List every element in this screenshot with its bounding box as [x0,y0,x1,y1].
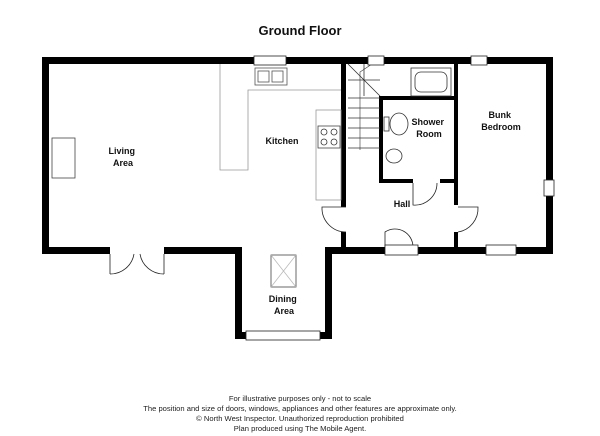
room-label-dining-line-1: Dining [269,294,297,304]
room-label-kitchen: Kitchen [265,136,298,146]
footer-disclaimer-2: The position and size of doors, windows,… [143,404,457,413]
shower-fittings [383,67,452,164]
windows [245,55,555,341]
room-label-hall-line-1: Hall [394,199,411,209]
kitchen-fittings [219,64,342,201]
footer-disclaimer-1: For illustrative purposes only - not to … [228,394,372,403]
room-label-bunk-line-1: Bunk [488,110,511,120]
room-label-shower: Shower Room [411,117,446,139]
room-label-shower-line-2: Room [416,129,442,139]
staircase [347,63,381,150]
room-label-living-line-1: Living [108,146,135,156]
hob-rings [320,128,338,146]
room-label-bunk-line-2: Bedroom [481,122,521,132]
plan-title: Ground Floor [258,23,341,38]
fireplace [51,137,76,179]
room-label-kitchen-line-1: Kitchen [265,136,298,146]
footer-copyright: © North West Inspector. Unauthorized rep… [196,414,404,423]
skylight [270,254,297,288]
room-label-living-line-2: Area [113,158,134,168]
room-label-living: Living Area [108,146,137,168]
internal-walls [341,57,458,252]
footer-credit: Plan produced using The Mobile Agent. [233,424,367,433]
room-label-dining-line-2: Area [274,306,295,316]
room-label-hall: Hall [394,199,411,209]
room-label-shower-line-1: Shower [411,117,444,127]
room-label-bunk: Bunk Bedroom [481,110,521,132]
doors [109,182,479,275]
room-label-dining: Dining Area [269,294,300,316]
